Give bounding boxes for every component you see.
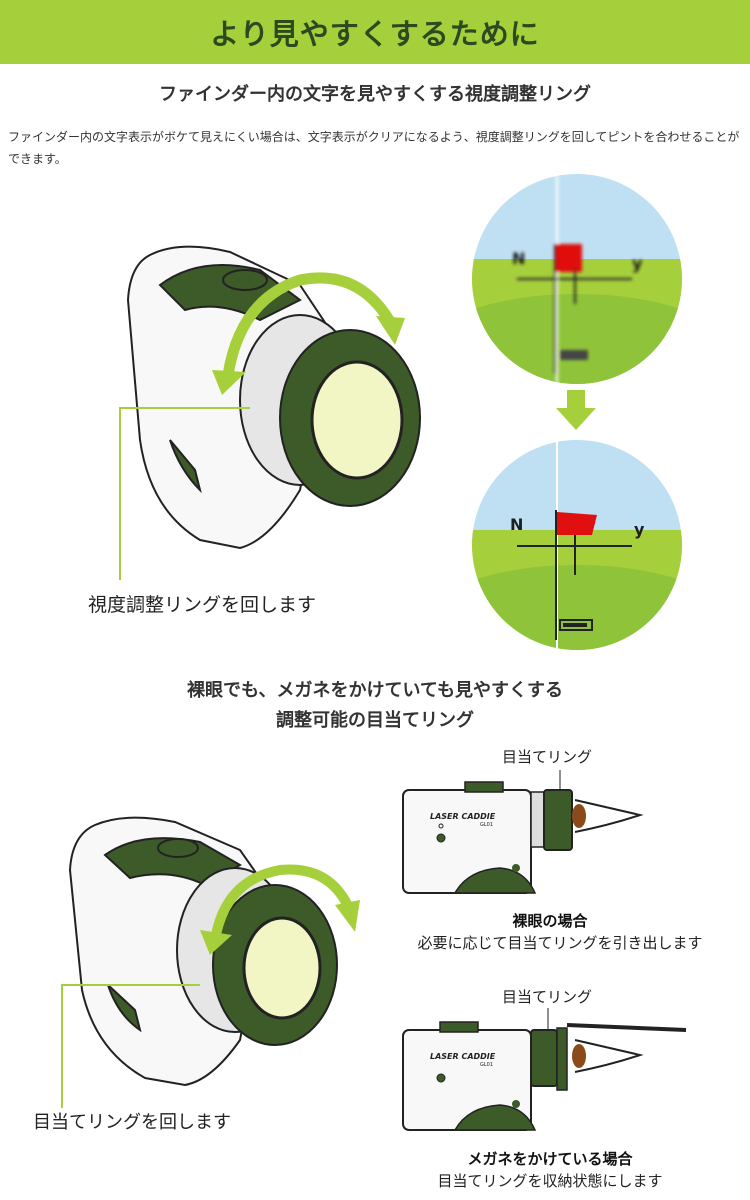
device-brand-2: LASER CADDIE [430,1052,496,1061]
banner-title: より見やすくするために [210,17,540,51]
finder-view-clear: N y [472,440,682,650]
device-model-1: GL01 [480,822,494,828]
naked-eye-title: 裸眼の場合 [512,912,588,930]
finder-blurred-left-mark: N [512,249,525,268]
glasses-title: メガネをかけている場合 [467,1150,633,1168]
finder-blurred-right-mark: y [632,254,643,273]
device-model-2: GL01 [480,1062,494,1068]
header-banner: より見やすくするために [0,0,750,64]
section2-title-line1: 裸眼でも、メガネをかけていても見やすくする [186,680,564,701]
finder-clear-left-mark: N [510,515,523,534]
naked-eye-ring-label: 目当てリング [502,748,593,766]
eye-ring-caption: 目当てリングを回します [33,1112,231,1133]
finder-clear-right-mark: y [634,520,645,539]
section1-description: ファインダー内の文字表示がボケて見えにくい場合は、文字表示がクリアになるよう、視… [8,130,740,166]
device-brand-1: LASER CADDIE [430,812,496,821]
finder-view-blurred: N y [472,174,682,384]
down-arrow [556,390,596,430]
glasses-subtitle: 目当てリングを収納状態にします [437,1172,663,1190]
section1-title: ファインダー内の文字を見やすくする視度調整リング [159,84,591,105]
naked-eye-subtitle: 必要に応じて目当てリングを引き出します [417,934,703,952]
glasses-ring-label: 目当てリング [502,988,593,1006]
diopter-ring-caption: 視度調整リングを回します [88,594,317,616]
section2-title-line2: 調整可能の目当てリング [276,710,474,731]
